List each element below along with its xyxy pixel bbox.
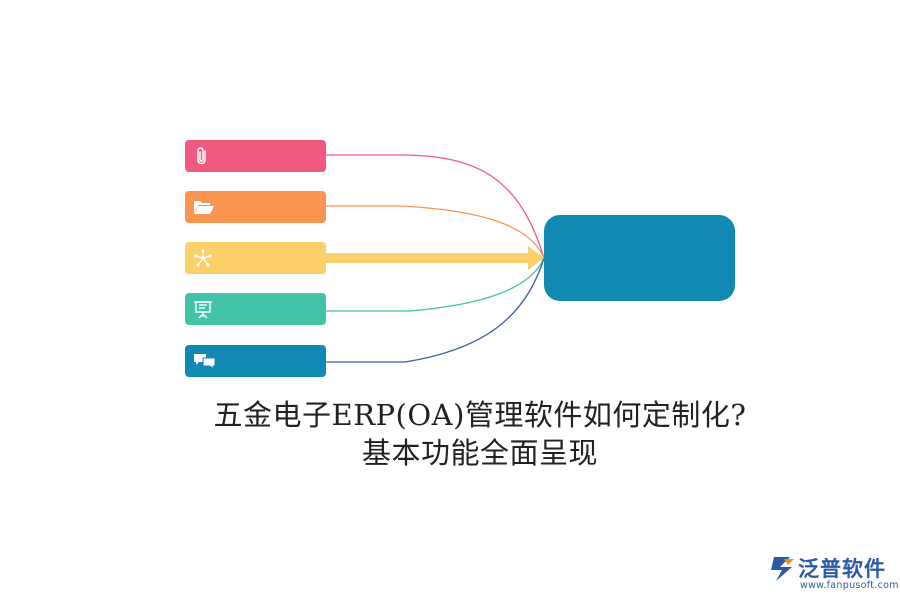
branch-node-network [185,242,326,274]
branch-node-presentation [185,293,326,325]
folder-open-icon [194,201,214,214]
caption-line-1: 五金电子ERP(OA)管理软件如何定制化? [213,398,747,432]
connector-attachment [326,154,545,259]
watermark-name: 泛普软件 [798,557,886,581]
paperclip-icon [197,147,206,165]
watermark-logo: 泛普软件 www.fanpusoft.com [768,553,898,595]
connector-chat [326,257,545,363]
caption-line-2: 基本功能全面呈现 [361,436,598,470]
central-hub-node [544,215,735,301]
branch-node-folder [185,191,326,223]
highlight-arrow-shaft [326,253,530,263]
fanpu-logo-icon [771,557,794,581]
chat-bubbles-icon [194,354,216,370]
watermark-url: www.fanpusoft.com [800,580,899,591]
highlight-arrow-head [528,246,544,270]
presentation-board-icon [194,301,212,319]
network-icon [194,249,212,267]
branch-node-attachment [185,140,326,172]
connector-presentation [326,257,545,312]
branch-node-chat [185,345,326,377]
connector-folder [326,205,545,259]
